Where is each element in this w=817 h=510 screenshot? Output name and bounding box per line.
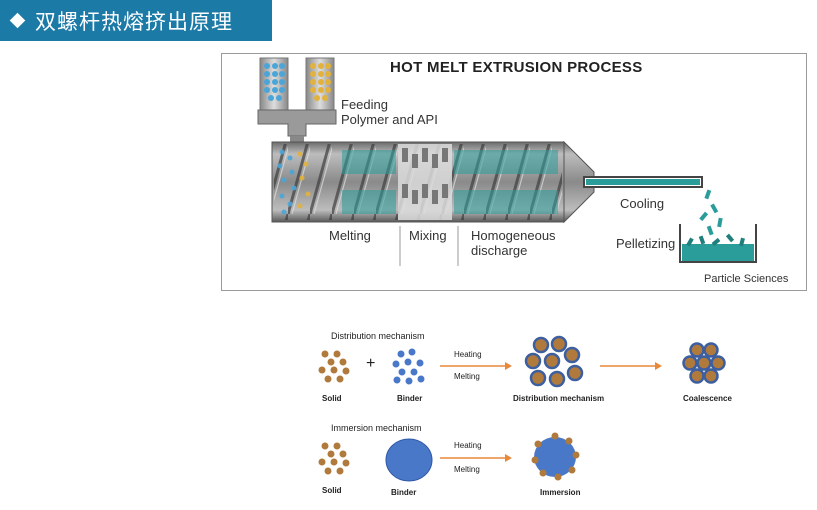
heating-arrow-2: [440, 454, 512, 462]
immersion-heating-label: Heating: [454, 441, 482, 450]
mechanism-diagrams: Distribution mechanism + Solid Binder He…: [0, 300, 817, 510]
pelletizing-label: Pelletizing: [616, 236, 676, 251]
hopper-right: [305, 57, 335, 111]
immersion-solid-label: Solid: [322, 486, 342, 495]
page-title-bar: 双螺杆热熔挤出原理: [0, 0, 272, 41]
mixing-label: Mixing: [409, 228, 447, 243]
distribution-result-particles: [524, 335, 584, 388]
distribution-solid-label: Solid: [322, 394, 342, 403]
pellet-tray: [679, 224, 757, 263]
distribution-heating-label: Heating: [454, 350, 482, 359]
mechanism-illustration: [318, 335, 726, 482]
diamond-bullet-icon: [10, 13, 25, 28]
distribution-melting-label: Melting: [454, 372, 480, 381]
immersion-binder-label: Binder: [391, 488, 417, 497]
cooling-label: Cooling: [620, 196, 665, 211]
melting-label: Melting: [329, 228, 371, 243]
immersion-result: [531, 432, 580, 481]
extrusion-diagram: HOT MELT EXTRUSION PROCESS: [221, 53, 807, 291]
distribution-result-label: Distribution mechanism: [513, 394, 605, 403]
extruder-barrel: [271, 141, 565, 223]
homogeneous-label: Homogeneous discharge: [471, 228, 556, 258]
extrusion-title: HOT MELT EXTRUSION PROCESS: [390, 59, 643, 76]
distribution-solid-particles: [318, 350, 350, 383]
immersion-result-label: Immersion: [540, 488, 581, 497]
coalescence-particles: [682, 342, 726, 384]
immersion-melting-label: Melting: [454, 465, 480, 474]
coalescence-arrow: [600, 362, 662, 370]
distribution-heading: Distribution mechanism: [331, 331, 425, 341]
extruder-illustration: [257, 57, 757, 266]
feeding-label: Feeding Polymer and API: [341, 97, 438, 127]
immersion-solid-particles: [318, 442, 350, 475]
heating-arrow-1: [440, 362, 512, 370]
page-title: 双螺杆热熔挤出原理: [35, 9, 233, 34]
coalescence-label: Coalescence: [683, 394, 732, 403]
distribution-binder-particles: [392, 348, 425, 385]
distribution-binder-label: Binder: [397, 394, 423, 403]
immersion-heading: Immersion mechanism: [331, 423, 422, 433]
hopper-left: [259, 57, 289, 111]
falling-pellets: [699, 189, 723, 236]
credit-label: Particle Sciences: [704, 273, 789, 285]
immersion-binder-droplet: [385, 438, 433, 482]
plus-sign: +: [366, 355, 376, 372]
